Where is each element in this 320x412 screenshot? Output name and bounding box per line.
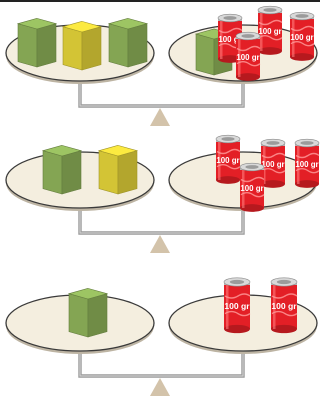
weight-label: 100 gr [290,33,313,42]
weight-100gr: 100 gr [215,134,241,184]
green-cube [16,18,58,68]
balance-scale-3: 100 gr 100 gr [5,277,318,396]
weight-100gr: 100 gr [257,5,283,55]
green-cube [41,145,83,195]
weight-label: 100 gr [224,301,250,311]
weight-100gr: 100 gr [235,31,261,81]
top-divider [0,0,320,2]
weight-100gr: 100 gr [239,162,265,212]
yellow-cube [97,145,139,195]
balance-scale-2: 100 gr 100 gr 100 gr 100 gr [5,134,320,253]
yellow-cube [61,21,103,71]
scale-fulcrum [150,108,170,126]
weight-label: 100 gr [216,156,239,165]
balance-scale-1: 100 gr 100 gr 100 gr 100 gr [5,5,318,126]
weight-label: 100 gr [271,301,297,311]
green-cube [67,288,109,338]
weight-label: 100 gr [236,53,259,62]
weight-100gr: 100 gr [223,277,251,334]
weight-100gr: 100 gr [294,138,320,188]
green-cube [107,18,149,68]
weight-100gr: 100 gr [260,138,286,188]
weight-label: 100 gr [261,160,284,169]
weight-100gr: 100 gr [270,277,298,334]
weight-label: 100 gr [218,35,241,44]
scale-fulcrum [150,235,170,253]
weight-label: 100 gr [295,160,318,169]
weight-100gr: 100 gr [289,11,315,61]
weight-label: 100 gr [240,184,263,193]
weight-label: 100 gr [258,27,281,36]
scale-fulcrum [150,378,170,396]
